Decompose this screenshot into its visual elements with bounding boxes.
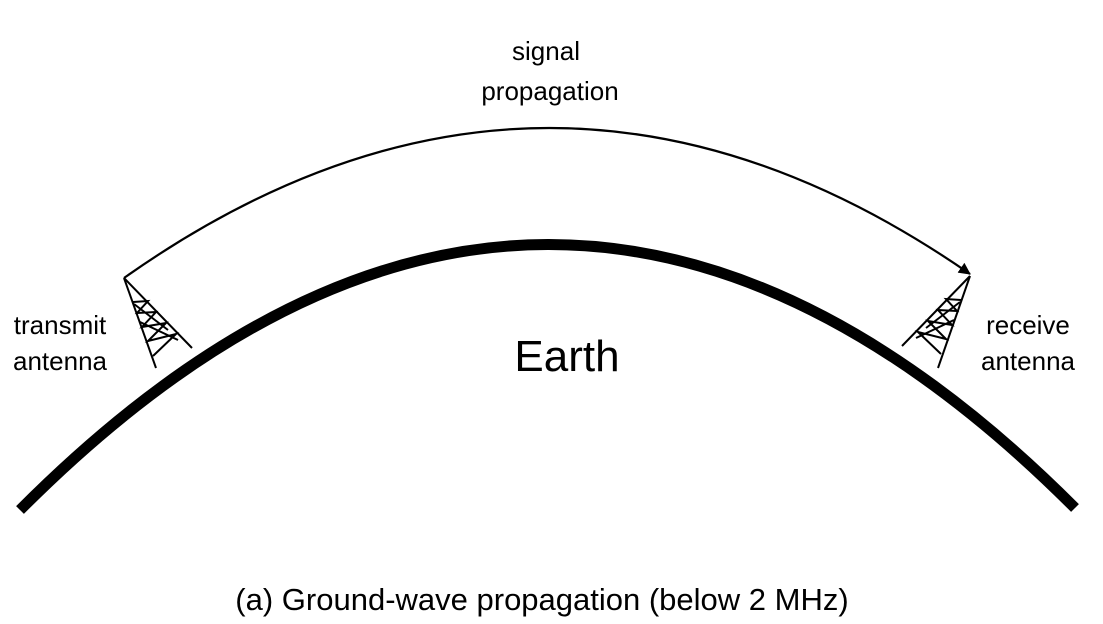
earth-surface-curve (16, 239, 1079, 514)
transmit-antenna-tower (123, 277, 193, 369)
figure-caption: (a) Ground-wave propagation (below 2 MHz… (235, 582, 848, 617)
signal-label-line1: signal (512, 36, 580, 66)
receive-antenna-label-line2: antenna (981, 346, 1076, 376)
signal-label-line2: propagation (481, 76, 618, 106)
transmit-antenna-label-line2: antenna (13, 346, 108, 376)
receive-antenna-label-line1: receive (986, 310, 1070, 340)
receive-antenna-tower (901, 275, 971, 369)
transmit-antenna-label-line1: transmit (14, 310, 107, 340)
signal-propagation-arrow (123, 126, 971, 279)
earth-label: Earth (514, 332, 619, 381)
